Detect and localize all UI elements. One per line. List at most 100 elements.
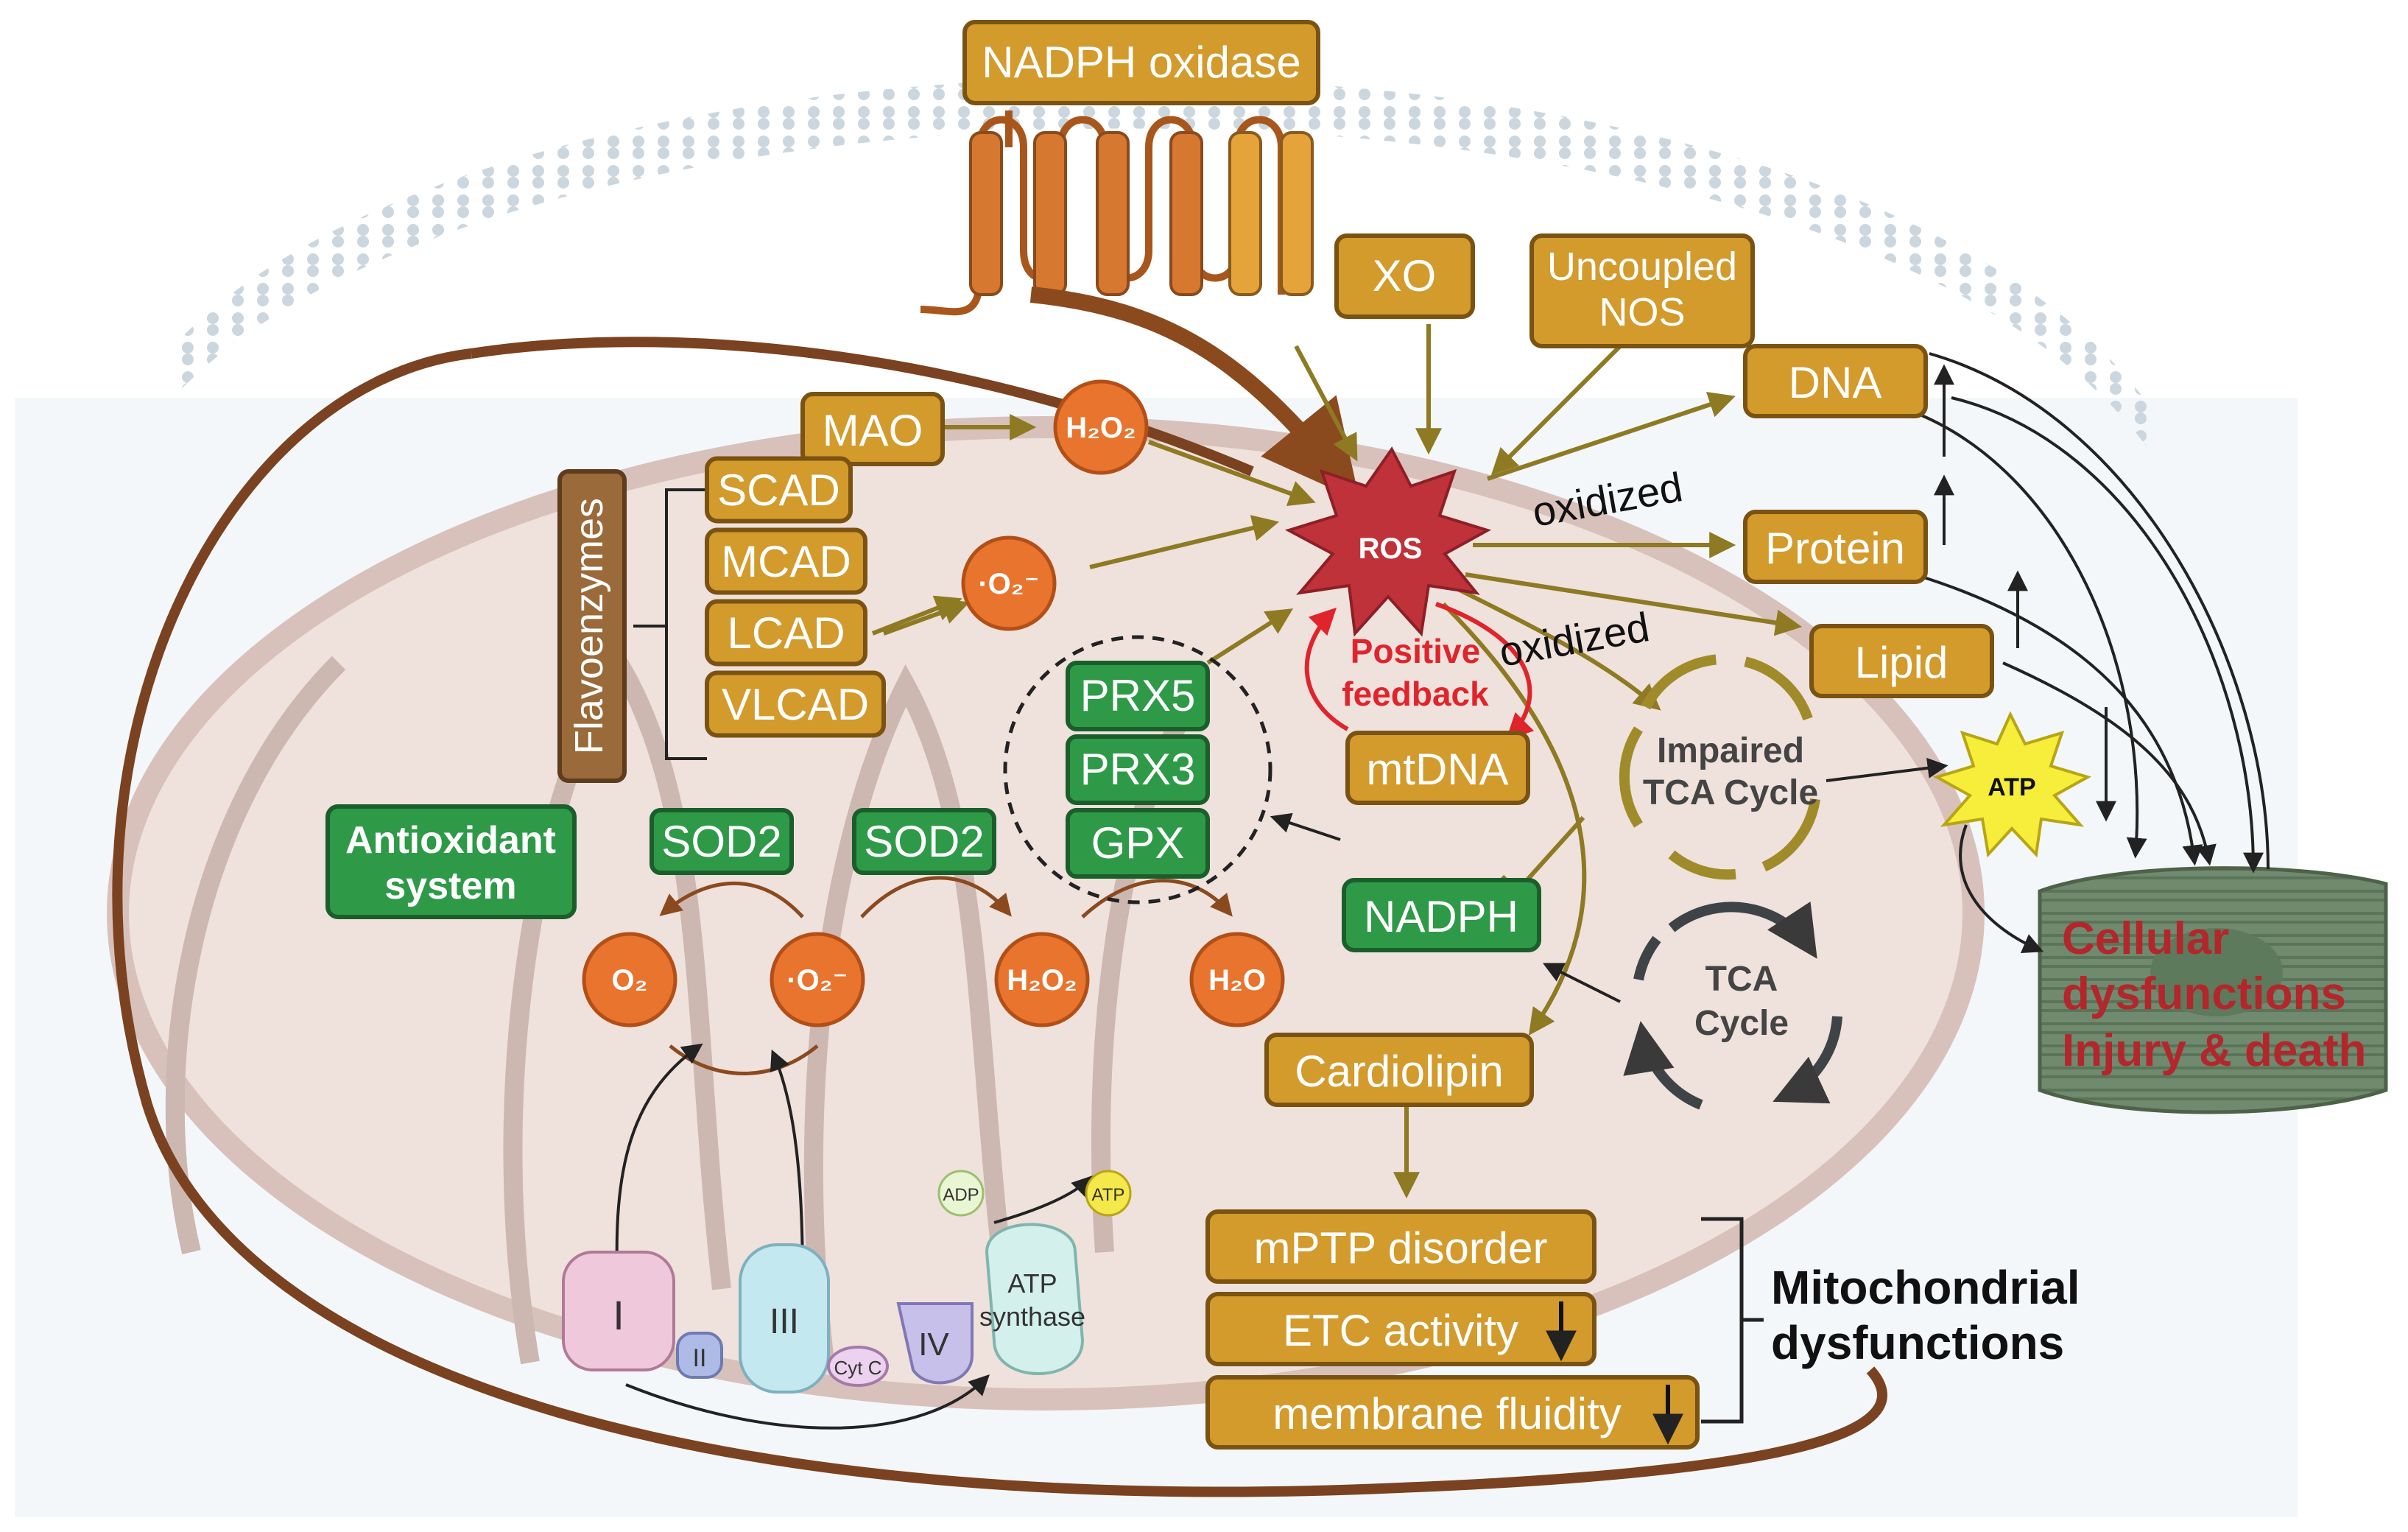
mito-dysfunction-title-1: Mitochondrial <box>1771 1261 2080 1314</box>
nadph-label: NADPH <box>1364 892 1518 941</box>
adp-label: ADP <box>943 1185 979 1205</box>
complex-i-label: I <box>613 1292 624 1338</box>
antioxidant-system-line1: Antioxidant <box>345 819 556 862</box>
connector-arrows <box>625 287 2270 1430</box>
flavoenzyme-box-lcad <box>705 599 867 667</box>
flavoenzyme-label-mcad: MCAD <box>721 537 851 586</box>
tca-line2: Cycle <box>1694 1004 1789 1043</box>
flavoenzymes-box <box>557 469 627 783</box>
mtdna-box <box>1345 731 1530 805</box>
sod2-box-b <box>852 808 996 875</box>
flavoenzymes-bracket <box>633 488 707 760</box>
nadph-box <box>1342 878 1541 952</box>
membrane-fluidity-box <box>1205 1375 1700 1450</box>
atp-molecule <box>1085 1170 1132 1217</box>
atp-synthase-label-1: ATP <box>1007 1268 1057 1299</box>
etc-atp-label: ATP <box>1092 1185 1125 1205</box>
mtdna-label: mtDNA <box>1366 745 1508 794</box>
ros-burst <box>1284 446 1492 637</box>
complex-iv-label: IV <box>918 1327 949 1363</box>
complex-ii <box>676 1332 723 1379</box>
xo-label: XO <box>1373 251 1437 301</box>
superoxide-source-circle <box>961 535 1057 631</box>
impaired-tca-line2: TCA Cycle <box>1643 773 1818 812</box>
atp-synthase-label-2: synthase <box>979 1301 1085 1332</box>
h2o2-label: H₂O₂ <box>1007 964 1077 997</box>
impaired-tca-cycle <box>1619 654 1820 880</box>
gpx-label: GPX <box>1091 818 1185 868</box>
ros-label: ROS <box>1359 533 1423 565</box>
sod2-label-a: SOD2 <box>661 817 781 866</box>
complex-iv <box>896 1302 974 1385</box>
cell-outcome-fiber <box>2038 866 2388 1114</box>
etc-activity-box <box>1205 1292 1596 1366</box>
uncoupled-nos-line1: Uncoupled <box>1547 245 1737 289</box>
dna-label: DNA <box>1789 358 1882 407</box>
h2o2-source-circle <box>1053 379 1149 475</box>
antioxidant-system-box <box>325 804 577 919</box>
tca-line1: TCA <box>1705 960 1778 999</box>
xo-box <box>1334 233 1475 319</box>
membrane-fluidity-label: membrane fluidity <box>1272 1389 1622 1438</box>
cell-outcome-line3: Injury & death <box>2062 1025 2366 1076</box>
mao-label: MAO <box>823 406 923 455</box>
lipid-label: Lipid <box>1855 638 1948 687</box>
prx5-box <box>1066 661 1210 731</box>
nadph-oxidase-protein <box>920 110 1314 316</box>
h2o-label: H₂O <box>1208 964 1266 997</box>
protein-label: Protein <box>1765 524 1905 573</box>
lipid-box <box>1809 624 1994 698</box>
superoxide-label: ·O₂⁻ <box>786 964 848 997</box>
uncoupled-nos-box <box>1529 233 1755 348</box>
flavoenzyme-to-superoxide-arrow <box>871 595 962 636</box>
cardiolipin-box <box>1264 1033 1534 1107</box>
complex-iii <box>739 1243 830 1394</box>
flavoenzyme-box-mcad <box>705 527 867 595</box>
mito-dysfunction-title-2: dysfunctions <box>1771 1316 2064 1369</box>
cell-outcome-line2: dysfunctions <box>2062 969 2346 1019</box>
flavoenzyme-label-scad: SCAD <box>717 465 840 515</box>
h2o2-circle <box>994 932 1090 1027</box>
protein-box <box>1743 510 1928 584</box>
flavoenzyme-box-vlcad <box>705 670 886 738</box>
tca-cycle <box>1623 901 1842 1110</box>
prx3-label: PRX3 <box>1080 745 1196 794</box>
flavoenzymes-label: Flavoenzymes <box>567 498 611 754</box>
prx3-box <box>1066 734 1210 805</box>
mptp-box <box>1205 1209 1596 1284</box>
uncoupled-nos-line2: NOS <box>1599 290 1685 334</box>
etc-activity-label: ETC activity <box>1283 1306 1518 1355</box>
sod2-box-a <box>649 808 794 875</box>
o2-circle <box>582 932 677 1027</box>
impaired-tca-line1: Impaired <box>1657 731 1804 770</box>
peroxidase-group-circle <box>1003 635 1272 904</box>
cyt-c-label: Cyt C <box>834 1357 882 1379</box>
cell-outcome-line1: Cellular <box>2062 913 2229 964</box>
etc-complexes <box>562 1170 1132 1394</box>
flavoenzyme-list: SCAD MCAD LCAD VLCAD <box>705 456 962 738</box>
flavoenzyme-box-scad <box>705 456 853 524</box>
complex-iii-label: III <box>770 1302 799 1341</box>
atp-burst-label: ATP <box>1988 773 2035 801</box>
sod2-label-b: SOD2 <box>864 817 984 866</box>
mito-dysfunction-bracket <box>1701 1217 1764 1424</box>
complex-ii-label: II <box>693 1344 707 1372</box>
superoxide-circle <box>770 932 865 1027</box>
flavoenzyme-label-vlcad: VLCAD <box>722 680 869 729</box>
complex-i <box>562 1251 675 1371</box>
positive-feedback-loop <box>1304 602 1535 741</box>
atp-burst <box>1932 711 2092 858</box>
adp-molecule <box>937 1170 985 1217</box>
positive-feedback-line1: Positive <box>1351 632 1480 670</box>
positive-feedback-line2: feedback <box>1342 675 1489 713</box>
dna-box <box>1743 344 1928 418</box>
atp-synthase <box>985 1223 1085 1375</box>
cyt-c <box>827 1346 889 1387</box>
h2o2-source-label: H₂O₂ <box>1066 412 1136 444</box>
gpx-box <box>1066 808 1210 879</box>
nadph-oxidase-label: NADPH oxidase <box>982 38 1301 87</box>
prx5-label: PRX5 <box>1080 671 1196 720</box>
flavoenzyme-label-lcad: LCAD <box>727 608 845 658</box>
